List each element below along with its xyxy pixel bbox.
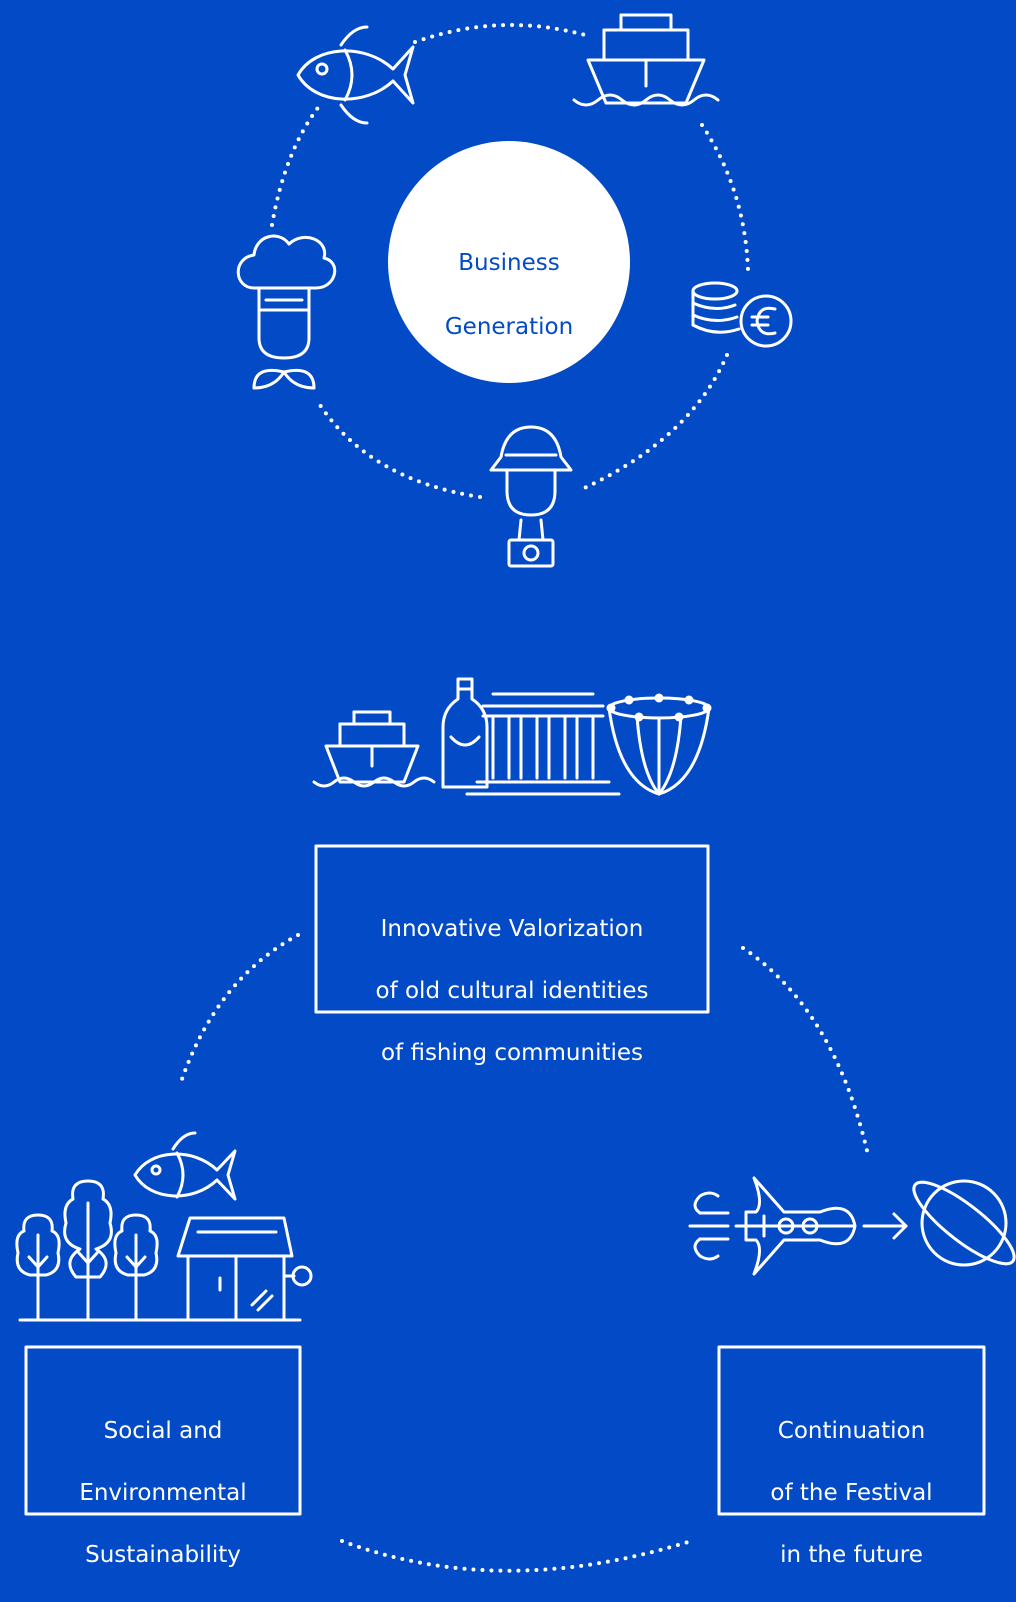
- innovative-box-label: Innovative Valorization of old cultural …: [375, 916, 649, 1066]
- temple-icon: [465, 692, 621, 796]
- trees-icon: [15, 1179, 302, 1322]
- connector-innovative-continuation: [741, 946, 870, 1157]
- connector-tourist-chef: [318, 403, 482, 499]
- ship-icon: [572, 13, 720, 107]
- coins-euro-icon: [691, 281, 793, 348]
- fish-icon: [296, 25, 415, 125]
- connector-social-continuation: [340, 1539, 690, 1573]
- tourist-camera-icon: [489, 425, 573, 568]
- social-box: [24, 1345, 302, 1516]
- innovative-box: [314, 844, 710, 1014]
- bottle-icon: [441, 677, 489, 789]
- business-process-label: Business Generation Process: [444, 250, 574, 404]
- arrow-right-icon: [862, 1212, 908, 1240]
- lower-connectors: [178, 933, 870, 1573]
- heritage-icons: [312, 677, 712, 796]
- social-box-label: Social and Environmental Sustainability: [79, 1418, 247, 1568]
- connector-chef-fish: [270, 103, 322, 227]
- continuation-box: [717, 1345, 986, 1516]
- fish-icon: [133, 1131, 237, 1201]
- business-process-circle: [388, 141, 630, 383]
- fishing-net-icon: [606, 693, 712, 796]
- cycle-connectors: [270, 23, 750, 499]
- connector-fish-ship: [413, 23, 587, 44]
- connector-ship-coins: [700, 123, 750, 272]
- rocket-icon: [688, 1176, 857, 1276]
- shop-icon: [176, 1216, 313, 1322]
- continuation-box-label: Continuation of the Festival in the futu…: [770, 1418, 933, 1568]
- ship-icon: [312, 710, 436, 788]
- connector-innovative-social: [178, 933, 300, 1087]
- planet-icon: [912, 1179, 1016, 1267]
- chef-icon: [236, 234, 337, 390]
